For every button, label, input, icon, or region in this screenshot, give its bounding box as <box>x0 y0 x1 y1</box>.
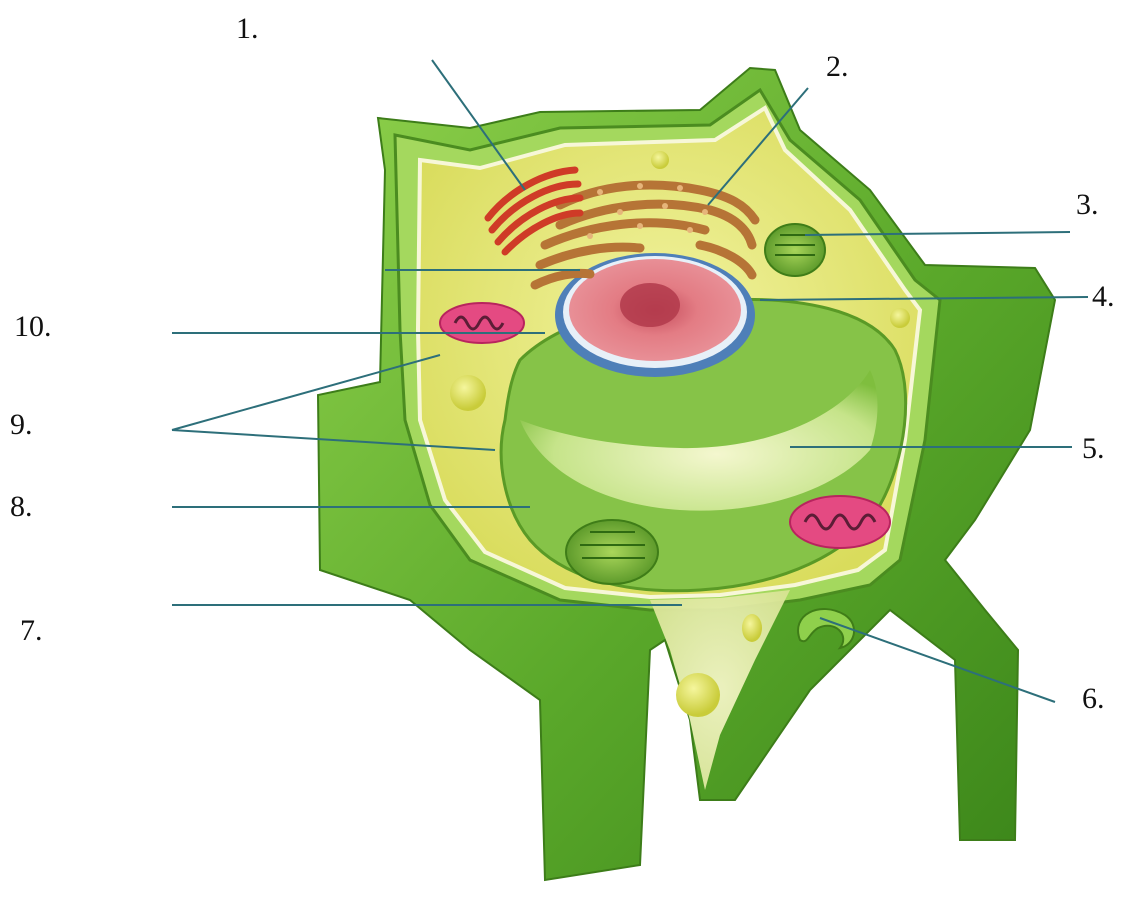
label-3: 3. <box>1076 190 1099 220</box>
label-9: 9. <box>10 410 33 440</box>
label-1: 1. <box>236 14 259 44</box>
label-6: 6. <box>1082 684 1105 714</box>
mitochondrion-right <box>790 496 890 548</box>
vesicle-gap-small <box>742 614 762 642</box>
label-5: 5. <box>1082 434 1105 464</box>
label-2: 2. <box>826 52 849 82</box>
label-8: 8. <box>10 492 33 522</box>
mitochondrion-left <box>440 303 524 343</box>
chloroplast-top-right <box>765 224 825 276</box>
vesicle-gap <box>676 673 720 717</box>
chloroplast-bottom-left <box>566 520 658 584</box>
label-4: 4. <box>1092 282 1115 312</box>
vesicle-right <box>890 308 910 328</box>
label-7: 7. <box>20 616 43 646</box>
label-10: 10. <box>14 312 52 342</box>
vesicle-left <box>450 375 486 411</box>
vesicle-top <box>651 151 669 169</box>
